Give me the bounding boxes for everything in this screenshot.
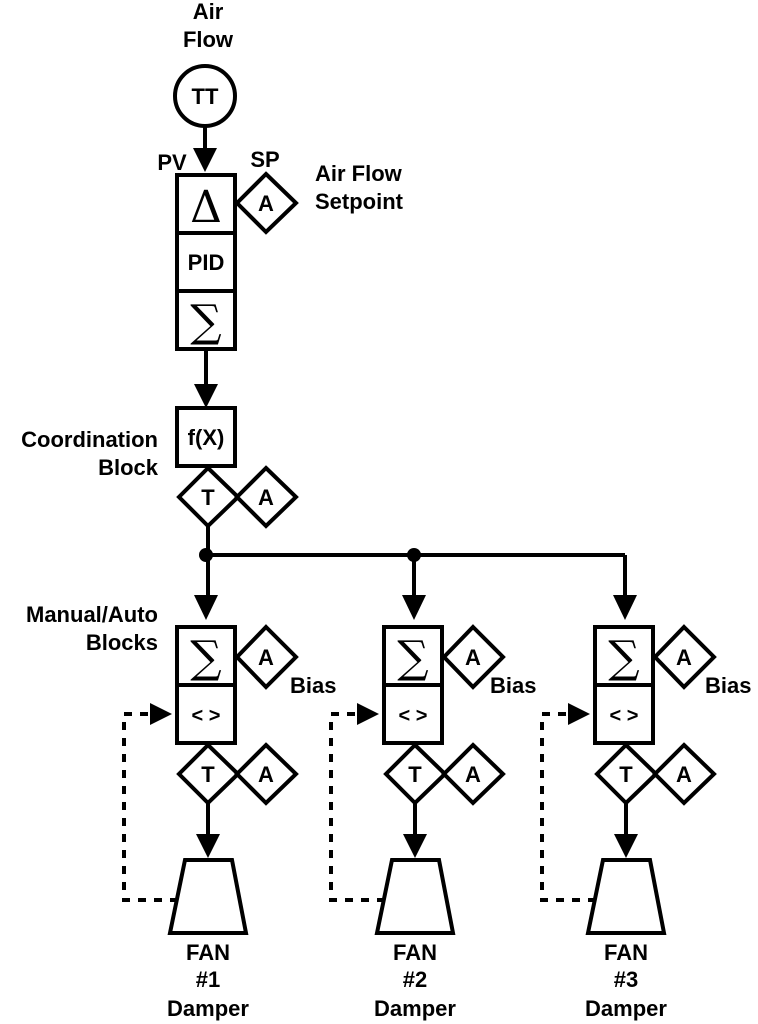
bias-sum-symbol: ∑	[397, 632, 428, 683]
manual-auto-block	[593, 683, 655, 745]
setpoint-a-label: A	[258, 191, 274, 216]
fan-damper-shape	[374, 858, 456, 935]
bias-sum-symbol: ∑	[608, 632, 639, 683]
bias-label: Bias	[490, 673, 536, 698]
output-auto-diamond	[234, 742, 299, 806]
fan-name: FAN	[393, 940, 437, 965]
bus-arrowhead-2	[402, 595, 426, 620]
air-flow-label-line1: Air	[193, 0, 224, 24]
sp-label: SP	[250, 147, 279, 172]
bias-sum-block	[382, 625, 444, 687]
transfer-t-label: T	[619, 762, 633, 787]
output-a-label: A	[465, 762, 481, 787]
bias-auto-diamond	[652, 624, 717, 690]
fan-name: FAN	[186, 940, 230, 965]
feedback-arrowhead	[568, 703, 590, 725]
bias-a-label: A	[676, 645, 692, 670]
fan-damper-shape	[167, 858, 249, 935]
fan-damper-shape	[585, 858, 667, 935]
feedback-arrowhead	[357, 703, 379, 725]
pv-label: PV	[157, 150, 187, 175]
manual-auto-symbol: < >	[610, 705, 639, 727]
manual-auto-block	[382, 683, 444, 745]
output-auto-diamond	[652, 742, 717, 806]
fan-type: Damper	[585, 996, 667, 1021]
setpoint-auto-diamond: A	[234, 171, 299, 235]
transfer-t-label: T	[408, 762, 422, 787]
fan-channel-1: ∑ < > A Bias T A FAN #1 Damper	[122, 624, 336, 1021]
sigma-symbol: ∑	[190, 296, 221, 347]
bus-arrowhead-1	[194, 595, 218, 620]
bias-sum-symbol: ∑	[190, 632, 221, 683]
sigma-block	[175, 289, 237, 351]
output-a-label: A	[676, 762, 692, 787]
damper-arrowhead	[196, 834, 220, 858]
bias-sum-block	[593, 625, 655, 687]
feedback-dashed-line	[122, 712, 178, 902]
fan-type: Damper	[167, 996, 249, 1021]
coordination-label-line2: Block	[98, 455, 159, 480]
bus-junction-1	[199, 548, 213, 562]
pid-label: PID	[188, 250, 225, 275]
coordination-a-label: A	[258, 485, 274, 510]
manual-auto-label-line1: Manual/Auto	[26, 602, 158, 627]
fan-name: FAN	[604, 940, 648, 965]
coordination-transfer-diamond: T	[176, 465, 241, 529]
fan-number: #3	[614, 967, 638, 992]
output-a-label: A	[258, 762, 274, 787]
delta-block	[175, 173, 237, 235]
air-flow-label-line2: Flow	[183, 27, 234, 52]
flow-transmitter: TT	[173, 64, 237, 128]
fan-channel-3: ∑ < > A Bias T A FAN #3 Damper	[540, 624, 751, 1021]
air-flow-setpoint-label-line1: Air Flow	[315, 161, 403, 186]
fan-type: Damper	[374, 996, 456, 1021]
air-flow-setpoint-label-line2: Setpoint	[315, 189, 404, 214]
bias-label: Bias	[290, 673, 336, 698]
bus-arrowhead-3	[613, 595, 637, 620]
feedback-dashed-line	[540, 712, 596, 902]
delta-symbol: Δ	[190, 182, 222, 233]
bias-a-label: A	[258, 645, 274, 670]
transfer-t-label: T	[201, 762, 215, 787]
manual-auto-symbol: < >	[192, 705, 221, 727]
fan-number: #1	[196, 967, 220, 992]
bias-label: Bias	[705, 673, 751, 698]
fan-channel-2: ∑ < > A Bias T A FAN #2 Damper	[329, 624, 536, 1021]
coordination-label-line1: Coordination	[21, 427, 158, 452]
bias-auto-diamond	[441, 624, 506, 690]
coordination-t-label: T	[201, 485, 215, 510]
coordination-block: f(X)	[175, 406, 237, 468]
bias-auto-diamond	[234, 624, 299, 690]
transmitter-label: TT	[192, 84, 219, 109]
manual-auto-block	[175, 683, 237, 745]
pv-arrowhead	[193, 148, 217, 172]
bias-a-label: A	[465, 645, 481, 670]
output-auto-diamond	[441, 742, 506, 806]
manual-auto-symbol: < >	[399, 705, 428, 727]
pid-controller-stack: Δ PID ∑	[175, 173, 237, 351]
feedback-arrowhead	[150, 703, 172, 725]
damper-arrowhead	[403, 834, 427, 858]
function-label: f(X)	[188, 425, 225, 450]
damper-arrowhead	[614, 834, 638, 858]
fan-number: #2	[403, 967, 427, 992]
controller-output-arrowhead	[194, 384, 218, 408]
feedback-dashed-line	[329, 712, 385, 902]
manual-auto-label-line2: Blocks	[86, 630, 158, 655]
coordination-auto-diamond: A	[234, 465, 299, 529]
